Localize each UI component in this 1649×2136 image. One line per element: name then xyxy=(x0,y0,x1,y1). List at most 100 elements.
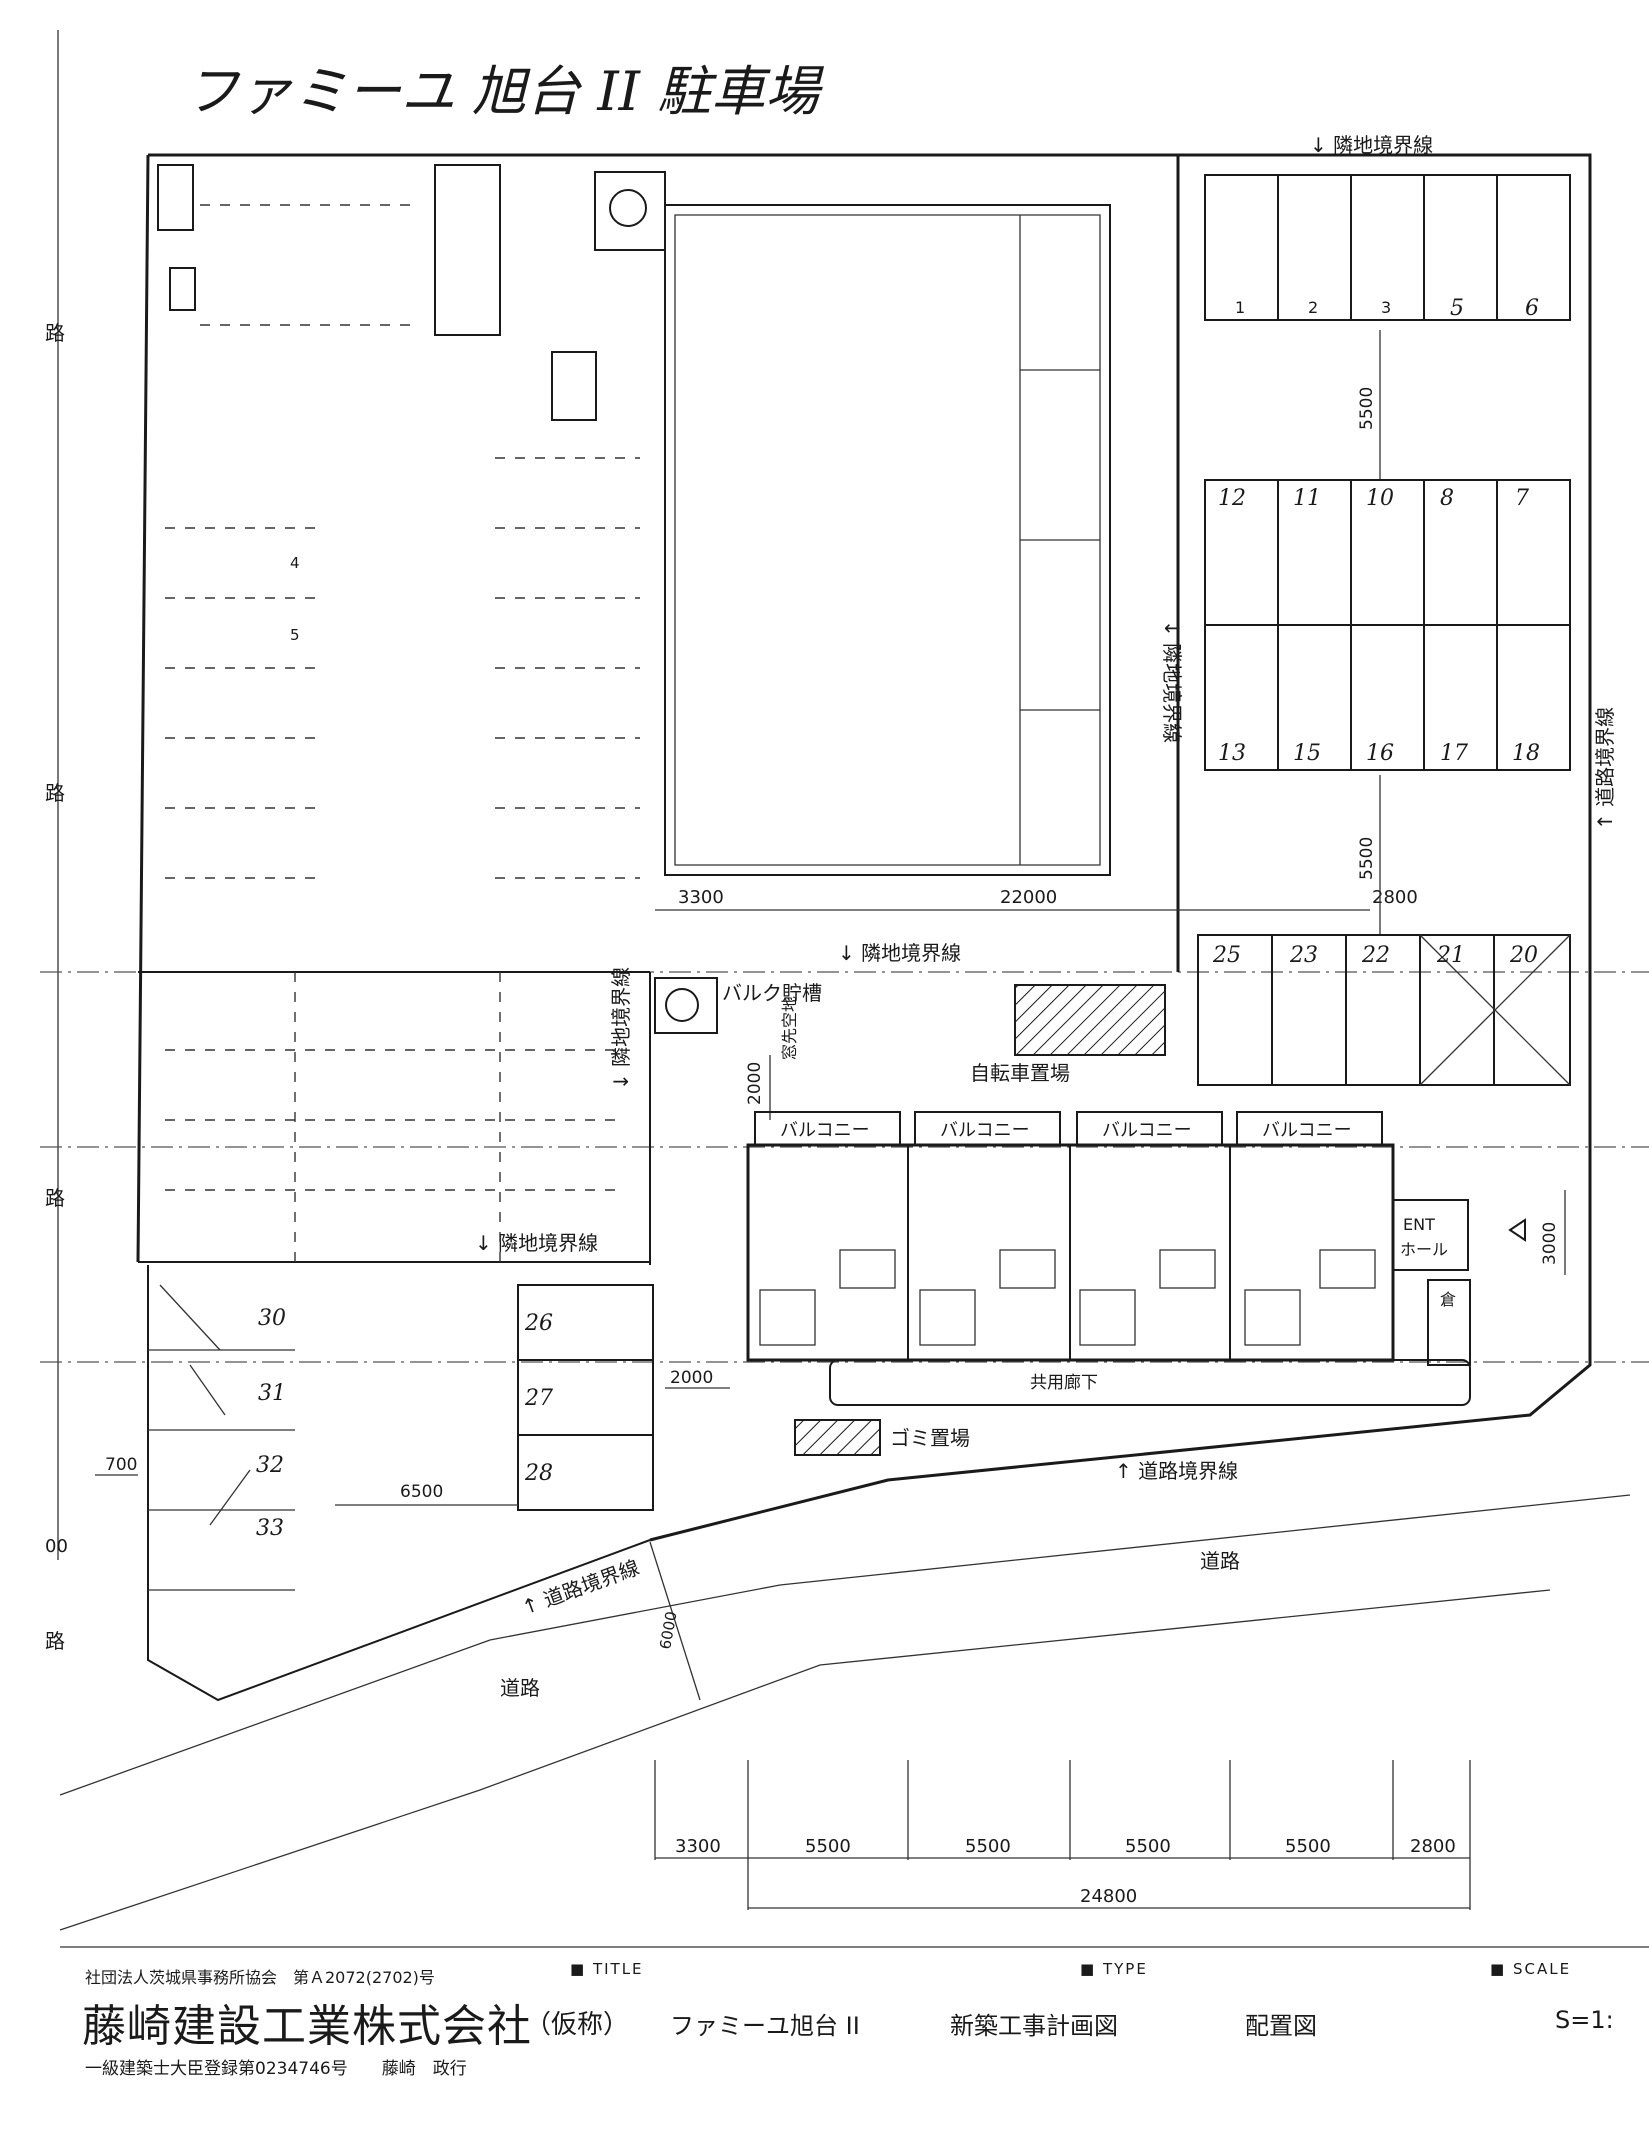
road-label-left-2: 路 xyxy=(45,781,65,805)
angled-space-31: 31 xyxy=(258,1381,286,1406)
dimension-3300-top: 3300 xyxy=(678,887,724,908)
bulk-tank-box xyxy=(654,977,718,1034)
west-parking-column xyxy=(165,457,640,1262)
utility-circle-top xyxy=(609,189,647,227)
space-8: 8 xyxy=(1440,486,1454,511)
space-2: 2 xyxy=(1308,298,1318,317)
space-21: 21 xyxy=(1436,943,1465,968)
apartment-unit-walls xyxy=(907,1145,1231,1360)
scale-value: S=1: xyxy=(1555,2006,1614,2034)
existing-building-units xyxy=(1019,215,1100,865)
company-name: 藤崎建設工業株式会社 xyxy=(82,2001,532,2052)
space-6: 6 xyxy=(1525,296,1539,321)
neighbor-boundary-text: 隣地境界線 xyxy=(498,1231,598,1255)
bicycle-parking-label: 自転車置場 xyxy=(970,1061,1070,1085)
neighbor-boundary-text: 隣地境界線 xyxy=(609,967,633,1067)
neighbor-boundary-label-low: ↓ 隣地境界線 xyxy=(475,1231,598,1255)
parking-block-26-28 xyxy=(517,1284,654,1511)
window-space-label: 窓先空地 xyxy=(780,996,799,1060)
scale-header-text: SCALE xyxy=(1512,1960,1572,1978)
dimension-2800-right: 2800 xyxy=(1372,887,1418,908)
drawing-name: 配置図 xyxy=(1245,2012,1317,2040)
dimension-22000: 22000 xyxy=(1000,887,1057,908)
road-line-2 xyxy=(59,1589,1551,1931)
garbage-label: ゴミ置場 xyxy=(890,1426,970,1450)
title-header: ■ TITLE xyxy=(570,1960,644,1978)
scale-header: ■ SCALE xyxy=(1490,1960,1572,1978)
hall-label: ホール xyxy=(1400,1240,1448,1259)
road-label-left-1: 路 xyxy=(45,321,65,345)
balcony-label-1: バルコニー xyxy=(780,1120,870,1141)
apartment-interiors xyxy=(759,1249,1376,1346)
dimension-5500-b: 5500 xyxy=(1357,837,1377,880)
ent-label: ENT xyxy=(1403,1215,1435,1234)
space-11: 11 xyxy=(1293,486,1321,511)
space-17: 17 xyxy=(1440,741,1468,766)
dimension-bottom-5500-4: 5500 xyxy=(1285,1836,1331,1857)
space-18: 18 xyxy=(1512,741,1540,766)
registration-text: 一級建築士大臣登録第0234746号 藤崎 政行 xyxy=(85,2059,467,2079)
dimension-5500-a: 5500 xyxy=(1357,387,1377,430)
dimension-2000-horizontal: 2000 xyxy=(670,1368,713,1388)
meter-box-1 xyxy=(157,164,194,231)
road-label-west: 道路 xyxy=(500,1676,540,1700)
parking-row-3 xyxy=(1197,934,1571,1086)
angled-space-32: 32 xyxy=(256,1453,284,1478)
type-header-text: TYPE xyxy=(1102,1960,1148,1978)
road-line-1 xyxy=(59,1494,1631,1796)
dimension-6000: 6000 xyxy=(656,1610,680,1651)
road-boundary-label-south: ↑ 道路境界線 xyxy=(1115,1459,1238,1483)
west-space-4: 4 xyxy=(290,554,300,572)
space-16: 16 xyxy=(1366,741,1394,766)
dimension-6000-line xyxy=(649,1541,701,1701)
dimension-bottom-5500-3: 5500 xyxy=(1125,1836,1171,1857)
road-boundary-text: 道路境界線 xyxy=(1593,707,1617,807)
neighbor-boundary-text: 隣地境界線 xyxy=(1160,643,1184,743)
west-top-parking-dashes xyxy=(200,204,420,326)
bottom-dimension-ticks xyxy=(654,1760,1471,1910)
balcony-label-3: バルコニー xyxy=(1102,1120,1192,1141)
space-15: 15 xyxy=(1293,741,1321,766)
space-13: 13 xyxy=(1218,741,1246,766)
dimension-bottom-5500-1: 5500 xyxy=(805,1836,851,1857)
angled-space-33: 33 xyxy=(256,1516,284,1541)
drawing-type: 新築工事計画図 xyxy=(950,2012,1118,2040)
common-corridor-label: 共用廊下 xyxy=(1030,1373,1098,1393)
storage-shed xyxy=(434,164,501,336)
association-text: 社団法人茨城県事務所協会 第Ａ2072(2702)号 xyxy=(85,1968,435,1987)
angled-parking xyxy=(148,1284,295,1591)
space-3: 3 xyxy=(1381,298,1391,317)
parking-row-2 xyxy=(1204,479,1571,771)
space-1: 1 xyxy=(1235,298,1245,317)
neighbor-boundary-label-east: ↓ 隣地境界線 xyxy=(1160,620,1184,743)
dimension-6500: 6500 xyxy=(400,1482,443,1502)
storage-label: 倉 xyxy=(1440,1290,1456,1309)
space-23: 23 xyxy=(1289,943,1318,968)
title-header-text: TITLE xyxy=(592,1960,644,1978)
east-lot-outline xyxy=(649,153,1592,1542)
space-25: 25 xyxy=(1212,943,1241,968)
bicycle-parking-area xyxy=(1014,984,1166,1056)
space-28: 28 xyxy=(524,1461,553,1486)
existing-building-inner xyxy=(674,214,1101,866)
road-boundary-text: 道路境界線 xyxy=(1138,1459,1238,1483)
balcony-label-4: バルコニー xyxy=(1262,1120,1352,1141)
space-5: 5 xyxy=(1450,296,1464,321)
space-27: 27 xyxy=(524,1386,553,1411)
dimension-3000: 3000 xyxy=(1540,1222,1560,1265)
west-lot-outline xyxy=(148,153,1180,972)
road-label-left-3: 路 xyxy=(45,1186,65,1210)
handwritten-title: ファミーユ 旭台 II 駐車場 xyxy=(185,60,824,123)
dimension-bottom-5500-2: 5500 xyxy=(965,1836,1011,1857)
provisional-label: （仮称） xyxy=(525,2010,630,2040)
common-corridor xyxy=(829,1359,1471,1406)
space-26: 26 xyxy=(524,1311,553,1336)
utility-box-top xyxy=(594,171,666,251)
space-12: 12 xyxy=(1218,486,1246,511)
neighbor-boundary-label-top: ↓ 隣地境界線 xyxy=(1310,133,1433,157)
balcony-label-2: バルコニー xyxy=(940,1120,1030,1141)
type-header: ■ TYPE xyxy=(1080,1960,1148,1978)
space-7: 7 xyxy=(1515,486,1529,511)
neighbor-boundary-text: 隣地境界線 xyxy=(861,941,961,965)
road-label-left-4: 路 xyxy=(45,1629,65,1653)
